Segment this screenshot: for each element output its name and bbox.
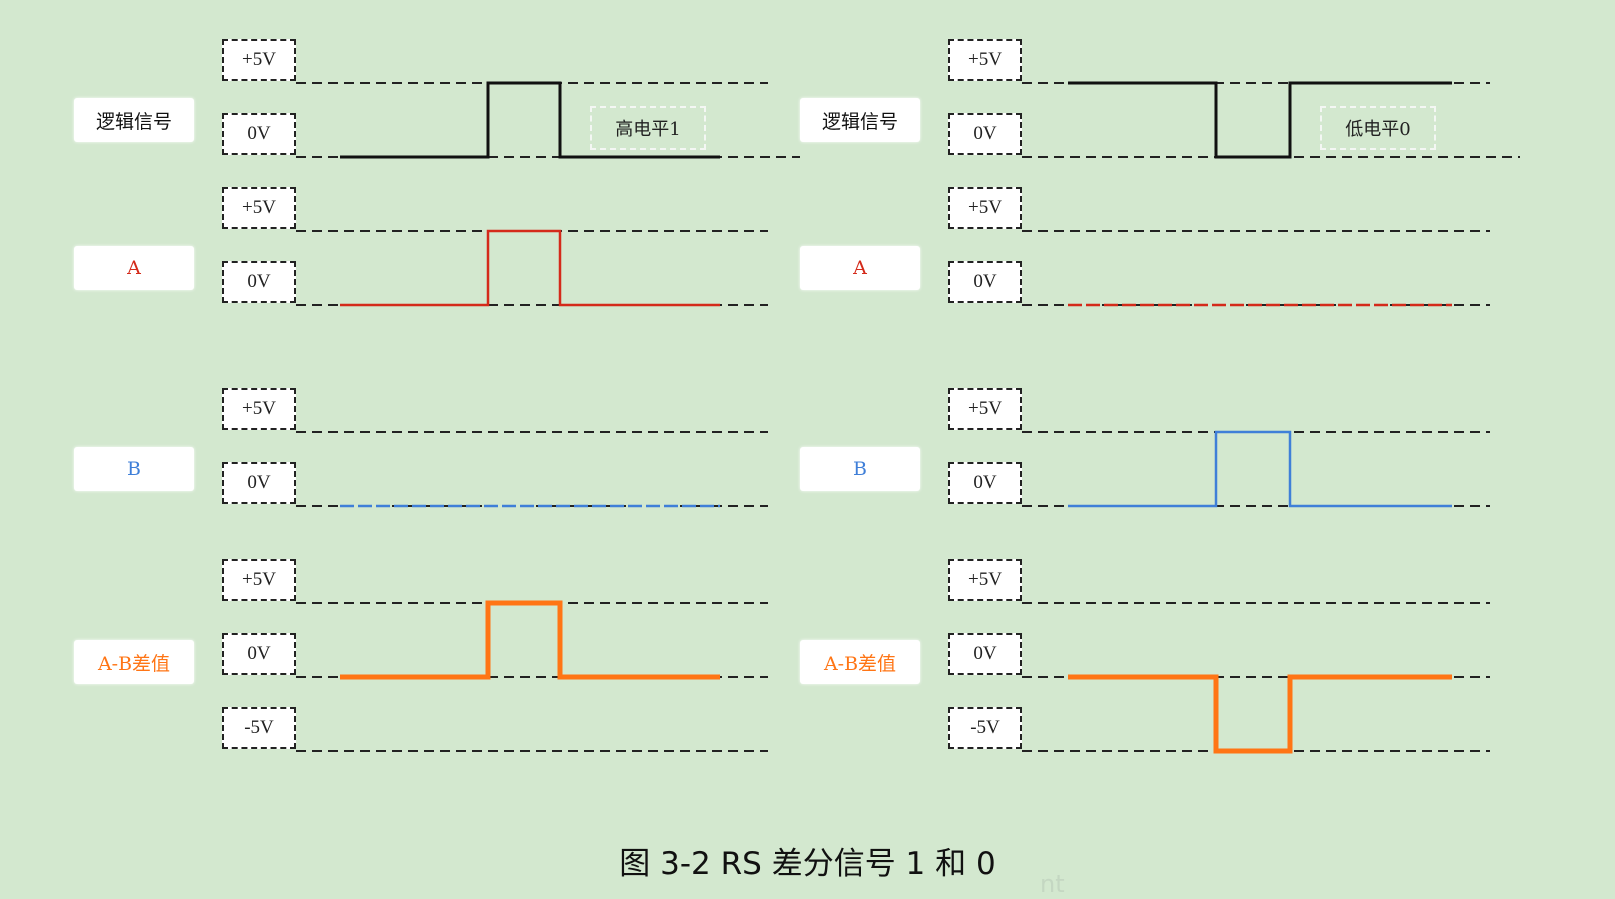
voltage-label-zero: 0V <box>222 261 296 303</box>
voltage-label-plus5: +5V <box>222 187 296 229</box>
voltage-label-zero: 0V <box>948 462 1022 504</box>
signal-label: 逻辑信号 <box>800 98 920 142</box>
voltage-label-zero: 0V <box>222 633 296 675</box>
level-note-low: 低电平0 <box>1320 106 1436 150</box>
waveform-diff <box>1068 674 1452 754</box>
figure-caption: 图 3-2 RS 差分信号 1 和 0 <box>619 846 996 882</box>
waveform-logic <box>1068 81 1452 159</box>
voltage-label-zero: 0V <box>948 633 1022 675</box>
voltage-label-minus5: -5V <box>222 707 296 749</box>
voltage-label-plus5: +5V <box>222 559 296 601</box>
waveforms <box>340 81 1452 754</box>
signal-label: B <box>74 447 194 491</box>
signal-label: 逻辑信号 <box>74 98 194 142</box>
voltage-label-minus5: -5V <box>948 707 1022 749</box>
signal-label: B <box>800 447 920 491</box>
waveform-a <box>340 229 720 307</box>
voltage-label-plus5: +5V <box>948 559 1022 601</box>
voltage-label-zero: 0V <box>222 462 296 504</box>
level-note-high: 高电平1 <box>590 106 706 150</box>
waveform-diff <box>340 600 720 680</box>
voltage-label-plus5: +5V <box>222 39 296 81</box>
voltage-label-plus5: +5V <box>948 388 1022 430</box>
voltage-label-plus5: +5V <box>222 388 296 430</box>
voltage-label-zero: 0V <box>948 113 1022 155</box>
signal-label: A <box>800 246 920 290</box>
waveform-b <box>1068 430 1452 508</box>
signal-label: A-B差值 <box>74 640 194 684</box>
signal-label: A-B差值 <box>800 640 920 684</box>
watermark: nt <box>1040 870 1065 898</box>
signal-label: A <box>74 246 194 290</box>
waveform-logic <box>340 81 720 159</box>
voltage-label-plus5: +5V <box>948 39 1022 81</box>
voltage-label-plus5: +5V <box>948 187 1022 229</box>
voltage-label-zero: 0V <box>948 261 1022 303</box>
voltage-label-zero: 0V <box>222 113 296 155</box>
